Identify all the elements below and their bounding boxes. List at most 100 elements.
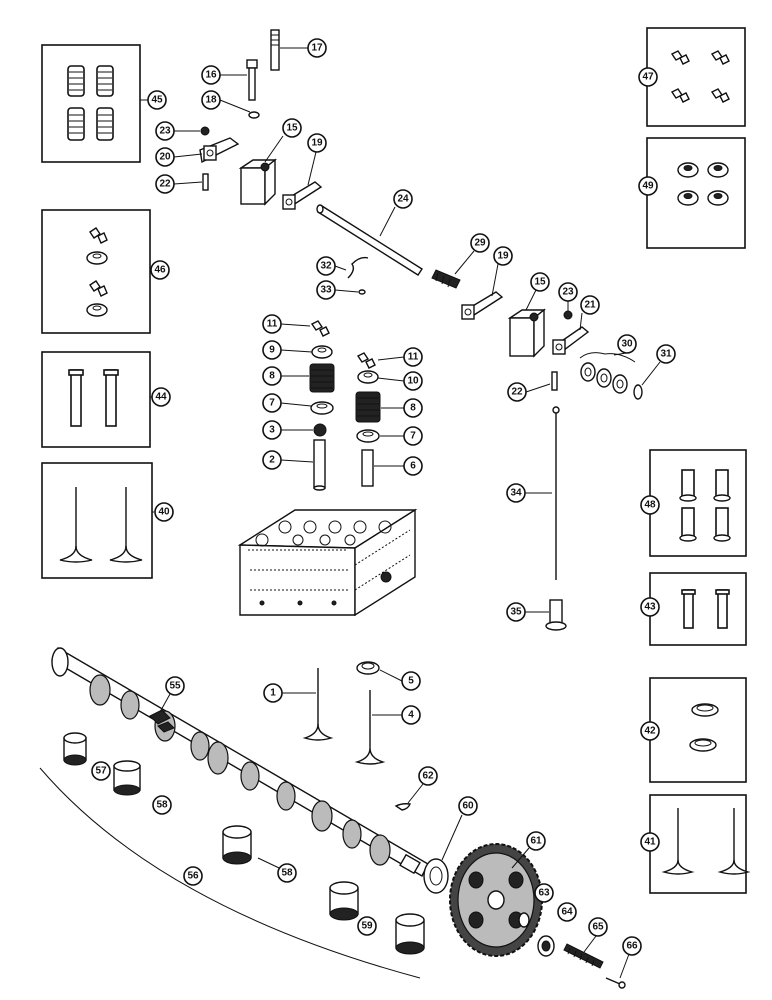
svg-text:46: 46 [154,265,166,276]
nut-23-right [563,310,573,320]
svg-text:22: 22 [511,387,523,398]
callout-65: 65 [583,917,608,953]
callout-9: 9 [262,340,313,360]
svg-text:3: 3 [269,425,275,436]
bearing-58-right [222,825,252,865]
spring-seat-7-right [356,429,380,443]
callout-62: 62 [407,766,438,804]
svg-text:66: 66 [626,941,638,952]
kit-box-47 [646,27,746,127]
svg-text:19: 19 [311,138,323,149]
svg-text:47: 47 [642,72,654,83]
keepers-11-left [310,320,330,337]
kit-box-48 [649,449,747,557]
kit-box-42 [649,677,747,783]
callout-23-right: 23 [558,282,578,311]
svg-text:6: 6 [410,461,416,472]
callout-59: 59 [357,916,377,936]
callout-63: 63 [534,883,554,903]
push-rod-34 [552,406,560,580]
kit-box-40 [41,462,153,579]
svg-text:2: 2 [269,455,275,466]
svg-text:7: 7 [410,431,416,442]
kit-box-46 [41,209,151,334]
svg-text:15: 15 [286,123,298,134]
svg-text:43: 43 [644,602,656,613]
retainer-10 [357,370,379,384]
valve-spring-8-right [355,391,381,423]
rocker-arm-21 [552,326,590,355]
svg-text:30: 30 [621,339,633,350]
svg-text:23: 23 [562,287,574,298]
svg-text:48: 48 [644,500,656,511]
kit-box-49 [646,137,746,249]
tappet-35 [545,599,567,631]
svg-text:8: 8 [410,403,416,414]
callout-64: 64 [557,902,577,922]
bearing-58-left [113,760,141,796]
svg-text:49: 49 [642,181,654,192]
callout-4: 4 [372,705,421,725]
callout-7-right: 7 [380,426,423,446]
callout-19-left: 19 [307,133,327,186]
callout-16: 16 [201,65,247,85]
cam-gear-lobe [149,709,175,733]
spring-seat-7-left [310,401,334,415]
retainer-9 [311,345,333,359]
svg-text:9: 9 [269,345,275,356]
svg-text:18: 18 [205,95,217,106]
svg-text:61: 61 [530,836,542,847]
svg-text:58: 58 [156,800,168,811]
cam-gear-61 [449,843,543,957]
oring-33 [358,289,366,295]
svg-text:63: 63 [538,888,550,899]
valve-guide-2 [313,439,326,491]
guides-set [681,589,730,629]
svg-text:15: 15 [534,277,546,288]
callout-41: 41 [640,832,660,852]
kit-box-45 [41,44,141,163]
spring-29 [431,269,461,289]
keepers-set [670,50,730,103]
pin-66 [605,977,626,989]
svg-text:5: 5 [408,676,414,687]
thrust-plate-60 [423,858,449,894]
callout-30: 30 [613,334,637,356]
valves-set [59,487,143,563]
cylinder-head [237,508,418,617]
rocker-arm-19-left [282,181,323,210]
callout-48: 48 [640,495,660,515]
bracket-56 [39,767,421,979]
valve-seat-5 [356,661,380,675]
bearing-57 [63,732,87,766]
svg-text:45: 45 [151,95,163,106]
nut-23-left [200,126,210,136]
svg-text:20: 20 [159,152,171,163]
valve-guide-6 [361,449,374,487]
callout-15-right: 15 [525,272,550,311]
callout-60: 60 [441,796,478,861]
svg-text:1: 1 [270,688,276,699]
oil-line-32 [347,256,369,279]
svg-text:22: 22 [159,179,171,190]
callout-33: 33 [316,280,359,300]
svg-text:4: 4 [408,710,414,721]
callout-8-right: 8 [381,398,423,418]
svg-text:59: 59 [361,921,373,932]
svg-text:41: 41 [644,837,656,848]
callout-57: 57 [91,761,111,781]
adjusting-screw-22-left [202,173,209,191]
callout-17: 17 [280,38,327,58]
svg-text:58: 58 [281,868,293,879]
valve-guides-set [68,369,119,427]
svg-text:56: 56 [187,871,199,882]
valve-seat-inserts-set [679,469,731,542]
callout-7-left: 7 [262,393,312,413]
svg-text:11: 11 [408,352,419,363]
svg-text:16: 16 [205,70,217,81]
callout-35: 35 [506,602,549,622]
rocker-stud-17 [270,29,280,71]
svg-text:19: 19 [497,251,509,262]
svg-text:62: 62 [422,771,434,782]
svg-text:64: 64 [561,907,573,918]
